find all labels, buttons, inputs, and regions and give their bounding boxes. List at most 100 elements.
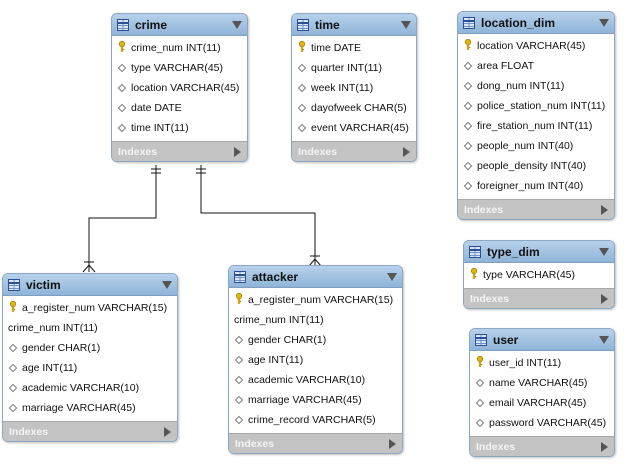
indexes-bar[interactable]: Indexes (470, 436, 614, 456)
table-name: attacker (252, 269, 299, 284)
column-row[interactable]: foreigner_num INT(40) (458, 176, 614, 196)
table-header[interactable]: user (470, 329, 614, 351)
column-row[interactable]: a_register_num VARCHAR(15) (229, 290, 402, 310)
column-row[interactable]: event VARCHAR(45) (292, 118, 416, 138)
column-row[interactable]: police_station_num INT(11) (458, 96, 614, 116)
expand-arrow-icon[interactable] (403, 146, 410, 157)
column-label: age INT(11) (22, 362, 78, 374)
column-label: email VARCHAR(45) (489, 397, 587, 409)
column-row[interactable]: people_density INT(40) (458, 156, 614, 176)
column-row[interactable]: fire_station_num INT(11) (458, 116, 614, 136)
expand-arrow-icon[interactable] (234, 146, 241, 157)
primary-key-icon (234, 292, 244, 307)
primary-key-icon (463, 38, 473, 53)
column-diamond-icon (475, 418, 485, 428)
column-list: crime_num INT(11)type VARCHAR(45) locatio… (112, 36, 247, 141)
table-header[interactable]: time (292, 14, 416, 36)
collapse-arrow-icon[interactable] (599, 18, 609, 27)
column-row[interactable]: crime_num INT(11) (229, 310, 402, 330)
column-row[interactable]: dong_num INT(11) (458, 76, 614, 96)
indexes-bar[interactable]: Indexes (112, 141, 247, 161)
expand-arrow-icon[interactable] (164, 426, 171, 437)
column-row[interactable]: type VARCHAR(45) (112, 58, 247, 78)
expand-arrow-icon[interactable] (601, 293, 608, 304)
column-row[interactable]: gender CHAR(1) (229, 330, 402, 350)
table-icon (8, 278, 20, 291)
column-diamond-icon (297, 123, 307, 133)
indexes-bar[interactable]: Indexes (464, 288, 614, 308)
table-header[interactable]: attacker (229, 266, 402, 288)
collapse-arrow-icon[interactable] (162, 280, 172, 289)
collapse-arrow-icon[interactable] (232, 20, 242, 29)
column-row[interactable]: age INT(11) (229, 350, 402, 370)
column-label: user_id INT(11) (489, 357, 562, 369)
column-row[interactable]: time INT(11) (112, 118, 247, 138)
column-row[interactable]: user_id INT(11) (470, 353, 614, 373)
column-row[interactable]: dayofweek CHAR(5) (292, 98, 416, 118)
table-attacker[interactable]: attacker a_register_num VARCHAR(15) crime_… (228, 265, 403, 454)
column-row[interactable]: academic VARCHAR(10) (3, 378, 177, 398)
column-row[interactable]: crime_num INT(11) (112, 38, 247, 58)
indexes-bar[interactable]: Indexes (3, 421, 177, 441)
column-row[interactable]: quarter INT(11) (292, 58, 416, 78)
indexes-label: Indexes (298, 145, 338, 158)
column-label: location VARCHAR(45) (131, 82, 240, 94)
table-icon (469, 245, 481, 258)
column-row[interactable]: email VARCHAR(45) (470, 393, 614, 413)
expand-arrow-icon[interactable] (389, 438, 396, 449)
table-user[interactable]: user user_id INT(11) name VARCHAR(45) email… (469, 328, 615, 457)
column-diamond-icon (117, 103, 127, 113)
column-row[interactable]: academic VARCHAR(10) (229, 370, 402, 390)
column-label: a_register_num VARCHAR(15) (22, 302, 168, 314)
column-list: a_register_num VARCHAR(15) crime_num INT(… (3, 296, 177, 421)
collapse-arrow-icon[interactable] (599, 335, 609, 344)
column-row[interactable]: crime_num INT(11) (3, 318, 177, 338)
collapse-arrow-icon[interactable] (401, 20, 411, 29)
table-victim[interactable]: victim a_register_num VARCHAR(15) crime_nu… (2, 273, 178, 442)
column-diamond-icon (234, 355, 244, 365)
column-row[interactable]: password VARCHAR(45) (470, 413, 614, 433)
column-diamond-icon (117, 83, 127, 93)
column-row[interactable]: time DATE (292, 38, 416, 58)
column-row[interactable]: people_num INT(40) (458, 136, 614, 156)
expand-arrow-icon[interactable] (601, 204, 608, 215)
expand-arrow-icon[interactable] (601, 441, 608, 452)
column-label: a_register_num VARCHAR(15) (248, 294, 394, 306)
column-row[interactable]: type VARCHAR(45) (464, 265, 614, 285)
table-header[interactable]: type_dim (464, 241, 614, 263)
indexes-bar[interactable]: Indexes (458, 199, 614, 219)
column-row[interactable]: gender CHAR(1) (3, 338, 177, 358)
collapse-arrow-icon[interactable] (387, 272, 397, 281)
column-row[interactable]: area FLOAT (458, 56, 614, 76)
table-header[interactable]: victim (3, 274, 177, 296)
column-row[interactable]: age INT(11) (3, 358, 177, 378)
indexes-bar[interactable]: Indexes (229, 433, 402, 453)
column-label: area FLOAT (477, 60, 534, 72)
column-row[interactable]: location VARCHAR(45) (112, 78, 247, 98)
column-label: password VARCHAR(45) (489, 417, 607, 429)
column-row[interactable]: marriage VARCHAR(45) (3, 398, 177, 418)
column-row[interactable]: week INT(11) (292, 78, 416, 98)
column-label: crime_record VARCHAR(5) (248, 414, 376, 426)
column-diamond-icon (8, 383, 18, 393)
table-header[interactable]: location_dim (458, 12, 614, 34)
indexes-bar[interactable]: Indexes (292, 141, 416, 161)
column-label: name VARCHAR(45) (489, 377, 588, 389)
column-list: user_id INT(11) name VARCHAR(45) email VAR… (470, 351, 614, 436)
primary-key-icon (8, 300, 18, 315)
collapse-arrow-icon[interactable] (599, 247, 609, 256)
column-row[interactable]: crime_record VARCHAR(5) (229, 410, 402, 430)
table-name: time (315, 17, 340, 32)
column-row[interactable]: marriage VARCHAR(45) (229, 390, 402, 410)
column-diamond-icon (297, 63, 307, 73)
column-diamond-icon (8, 343, 18, 353)
column-row[interactable]: date DATE (112, 98, 247, 118)
column-row[interactable]: location VARCHAR(45) (458, 36, 614, 56)
table-header[interactable]: crime (112, 14, 247, 36)
column-row[interactable]: a_register_num VARCHAR(15) (3, 298, 177, 318)
column-row[interactable]: name VARCHAR(45) (470, 373, 614, 393)
